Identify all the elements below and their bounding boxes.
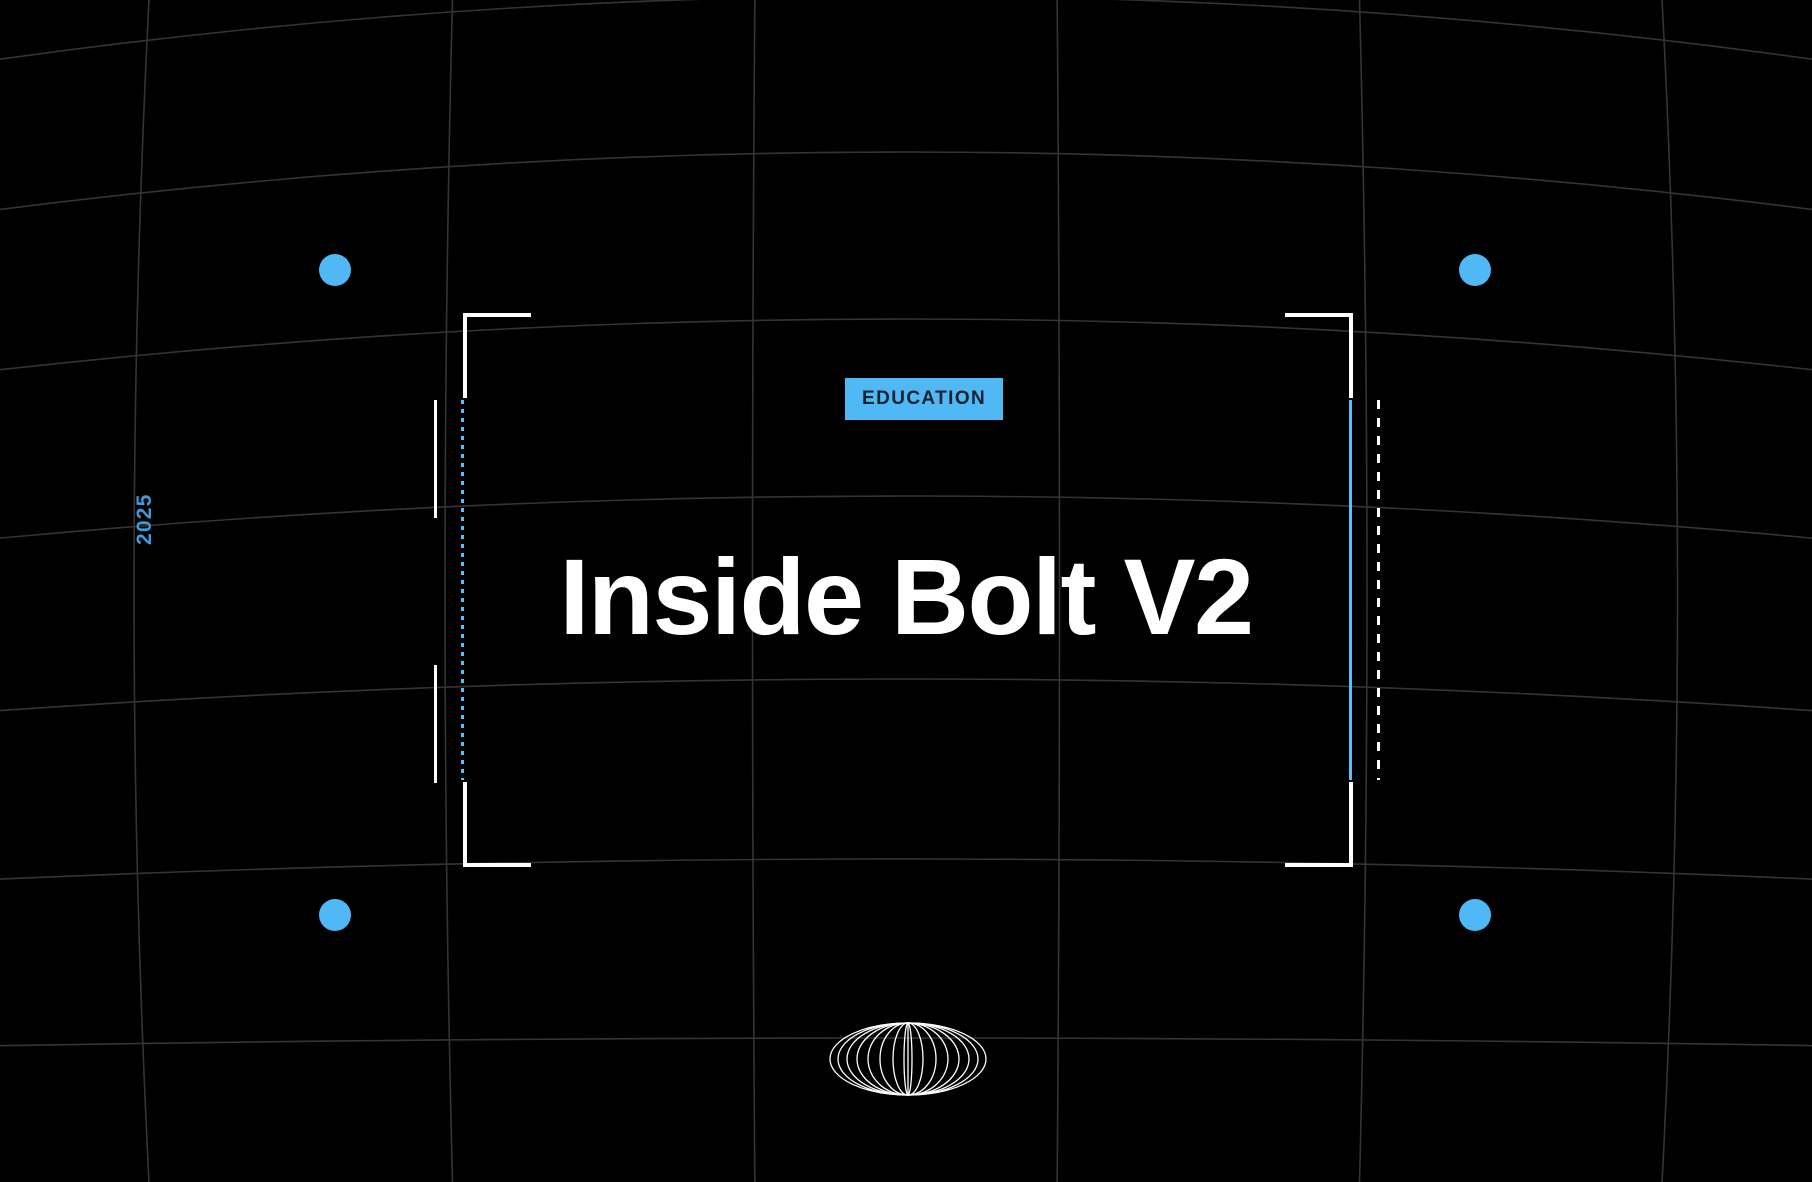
rule-white-dashed-right xyxy=(1377,400,1380,780)
rule-blue-solid-right xyxy=(1349,400,1352,780)
accent-dot-top-right xyxy=(1459,254,1491,286)
wireframe-globe-icon xyxy=(829,1022,987,1096)
frame-corner-bottom-right xyxy=(1285,782,1353,867)
accent-dot-top-left xyxy=(319,254,351,286)
rule-white-solid-left-upper xyxy=(434,400,437,518)
rule-blue-dotted-left xyxy=(461,400,464,780)
accent-dot-bottom-left xyxy=(319,899,351,931)
frame-corner-bottom-left xyxy=(463,782,531,867)
year-label: 2025 xyxy=(133,493,156,545)
frame-corner-top-left xyxy=(463,313,531,398)
category-badge: EDUCATION xyxy=(845,378,1004,420)
accent-dot-bottom-right xyxy=(1459,899,1491,931)
frame-corner-top-right xyxy=(1285,313,1353,398)
rule-white-solid-left-lower xyxy=(434,665,437,783)
page-title: Inside Bolt V2 xyxy=(559,536,1254,657)
